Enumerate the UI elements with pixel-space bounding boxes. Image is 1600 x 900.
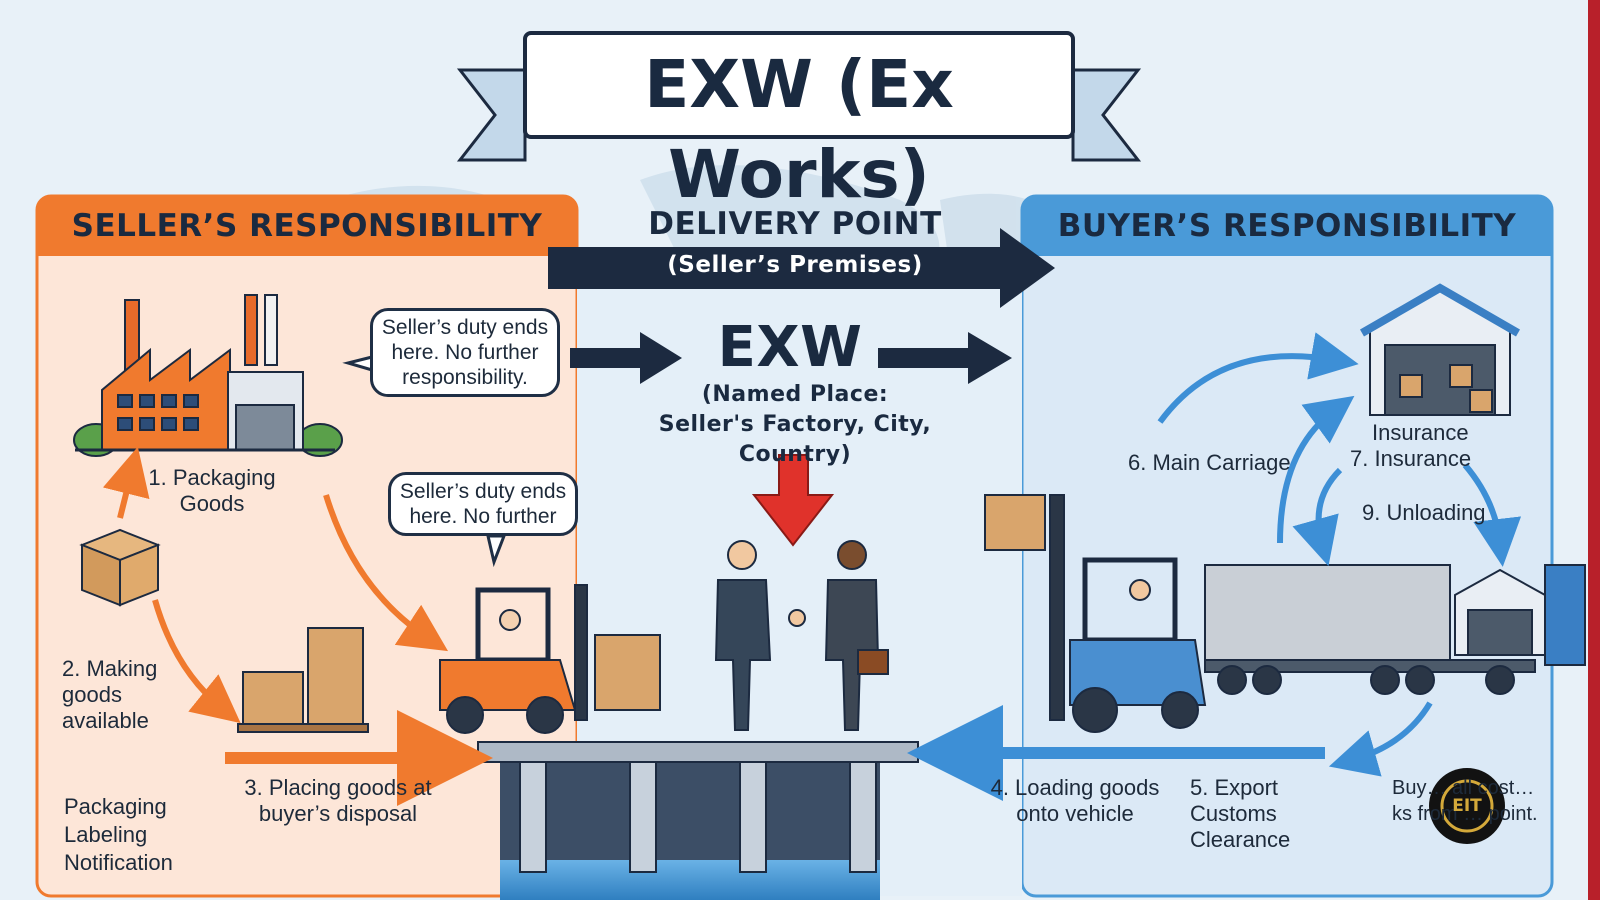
- step-2-label: 2. Making goods available: [62, 656, 158, 733]
- warehouse-illustration: [1360, 283, 1520, 416]
- pallets-illustration: [237, 627, 369, 733]
- seller-header: SELLER’S RESPONSIBILITY: [71, 208, 543, 244]
- step-7-label: 7. Insurance: [1350, 446, 1472, 471]
- step-3-label: 3. Placing goods at buyer’s disposal: [244, 775, 432, 826]
- step-9-label: 9. Unloading: [1362, 500, 1486, 525]
- delivery-point-sub: (Seller’s Premises): [667, 252, 923, 278]
- step-1-label: 1. Packaging Goods: [148, 465, 276, 516]
- seller-flow-arrows: [102, 446, 493, 806]
- eit-badge[interactable]: EIT: [1452, 796, 1482, 816]
- seller-task-labeling: Labeling: [64, 822, 148, 847]
- step-6-label: 6. Main Carriage: [1128, 450, 1291, 475]
- buyer-header-bar: [1022, 196, 1552, 256]
- exw-named-place: (Named Place: Seller's Factory, City, Co…: [658, 382, 932, 467]
- exw-term: EXW: [717, 315, 863, 380]
- eit-badge-ring: [1440, 779, 1494, 833]
- seller-duty-bubble-2: Seller’s duty ends here. No further: [388, 472, 578, 536]
- title-banner: [523, 31, 1075, 139]
- insurance-label: Insurance: [1372, 420, 1469, 445]
- truck-illustration: [1204, 564, 1586, 695]
- buyer-note: Buy… all cost… ks from … point.: [1392, 777, 1538, 825]
- blue-forklift-illustration: [984, 494, 1207, 733]
- seller-duty-bubble-1: Seller’s duty ends here. No further resp…: [370, 308, 560, 397]
- seller-task-notification: Notification: [64, 850, 173, 875]
- delivery-point-arrow: [548, 228, 1055, 308]
- seller-header-bar: [37, 196, 577, 256]
- page-title: EXW (Ex Works): [644, 46, 954, 213]
- delivery-point-header: DELIVERY POINT: [648, 206, 942, 242]
- eit-badge-circle: [1429, 768, 1505, 844]
- red-down-arrow: [751, 454, 835, 547]
- buyer-flow-arrows: [907, 332, 1522, 801]
- buyer-header: BUYER’S RESPONSIBILITY: [1057, 208, 1517, 244]
- factory-illustration: [73, 294, 343, 457]
- water: [500, 860, 880, 900]
- small-warehouse-illustration: [1454, 568, 1546, 656]
- pier-deck: [477, 741, 919, 763]
- box-illustration: [79, 528, 161, 607]
- step-5-label: 5. Export Customs Clearance: [1190, 775, 1291, 852]
- seller-task-packaging: Packaging: [64, 794, 167, 819]
- exw-left-arrow: [570, 332, 682, 384]
- handshake-illustration: [714, 540, 889, 731]
- ribbon-left-tail: [456, 68, 527, 162]
- ribbon-right-tail: [1071, 68, 1142, 162]
- bubble2-tail: [486, 534, 507, 568]
- step-4-label: 4. Loading goods onto vehicle: [990, 775, 1160, 826]
- exw-right-arrow: [878, 332, 1012, 384]
- edge-strip: [1588, 0, 1600, 900]
- pier-pillars: [519, 761, 877, 873]
